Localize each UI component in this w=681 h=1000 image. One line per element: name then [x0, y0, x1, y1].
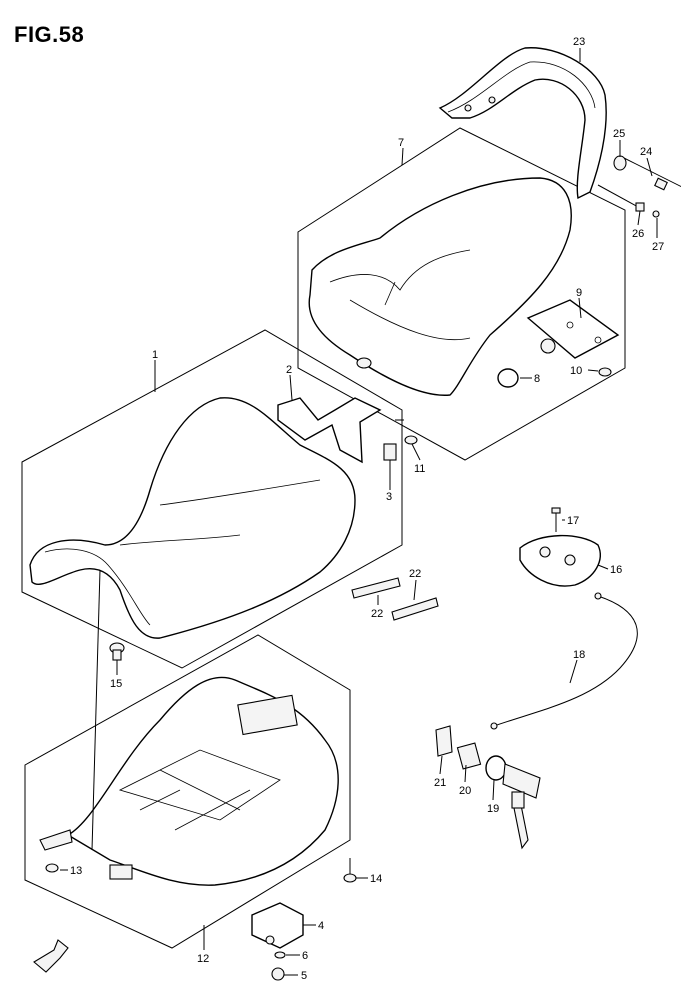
callout-label-26: 26	[632, 228, 644, 240]
washer-25	[613, 155, 627, 171]
washer-11	[404, 435, 418, 445]
callout-label-20: 20	[459, 785, 471, 797]
callout-label-6: 6	[302, 950, 308, 962]
bolt-14	[343, 858, 357, 883]
nut-10	[598, 367, 612, 377]
callout-label-21: 21	[434, 777, 446, 789]
lock-plate-20	[456, 742, 482, 770]
screw-17	[551, 507, 561, 532]
callout-label-14: 14	[370, 873, 382, 885]
lock-holder	[251, 902, 304, 949]
tape-22-b	[391, 597, 439, 621]
callout-label-11: 11	[414, 463, 425, 475]
bolt-26	[597, 184, 645, 212]
bolt-15	[109, 642, 125, 661]
bolt-24	[623, 157, 681, 191]
front-seat	[29, 397, 356, 639]
seat-base-frame	[24, 634, 351, 949]
callout-label-9: 9	[576, 287, 582, 299]
front-seat-frame	[21, 329, 403, 669]
callout-label-22-b: 22	[409, 568, 421, 580]
callout-label-3: 3	[386, 491, 392, 503]
tape-22-a	[351, 577, 401, 599]
callout-label-13: 13	[70, 865, 82, 877]
callout-label-10: 10	[570, 365, 582, 377]
callout-label-19: 19	[487, 803, 499, 815]
callout-label-17: 17	[567, 515, 579, 527]
nut-5	[271, 967, 285, 981]
callout-label-27: 27	[652, 241, 664, 253]
callout-label-8: 8	[534, 373, 540, 385]
front-seat-bracket	[277, 397, 382, 464]
callout-label-1: 1	[152, 349, 158, 361]
callout-label-4: 4	[318, 920, 324, 932]
lock-plate	[519, 534, 601, 587]
key-lock	[485, 755, 541, 850]
cap-nut-8	[497, 368, 519, 388]
callout-label-7: 7	[398, 137, 404, 149]
callout-label-15: 15	[110, 678, 122, 690]
spacer-3	[383, 443, 397, 461]
callout-label-12: 12	[197, 953, 209, 965]
rear-seat	[308, 177, 572, 396]
rear-seat-frame	[297, 127, 626, 461]
grab-rail	[438, 47, 607, 200]
washer-27	[652, 210, 660, 218]
callout-label-18: 18	[573, 649, 585, 661]
lock-clip-21	[435, 725, 453, 757]
callout-label-23: 23	[573, 36, 585, 48]
callout-label-5: 5	[301, 970, 307, 982]
callout-label-22-a: 22	[371, 608, 383, 620]
seat-bracket	[526, 299, 620, 359]
clip-13	[45, 863, 59, 873]
callout-label-25: 25	[613, 128, 625, 140]
washer-6	[274, 951, 286, 959]
figure-title: FIG.58	[14, 22, 85, 47]
callout-label-2: 2	[286, 364, 292, 376]
front-direction-arrow	[33, 939, 69, 973]
seat-pan	[39, 676, 339, 886]
callout-label-24: 24	[640, 146, 652, 158]
seat-lock-cable	[490, 592, 638, 730]
callout-label-16: 16	[610, 564, 622, 576]
